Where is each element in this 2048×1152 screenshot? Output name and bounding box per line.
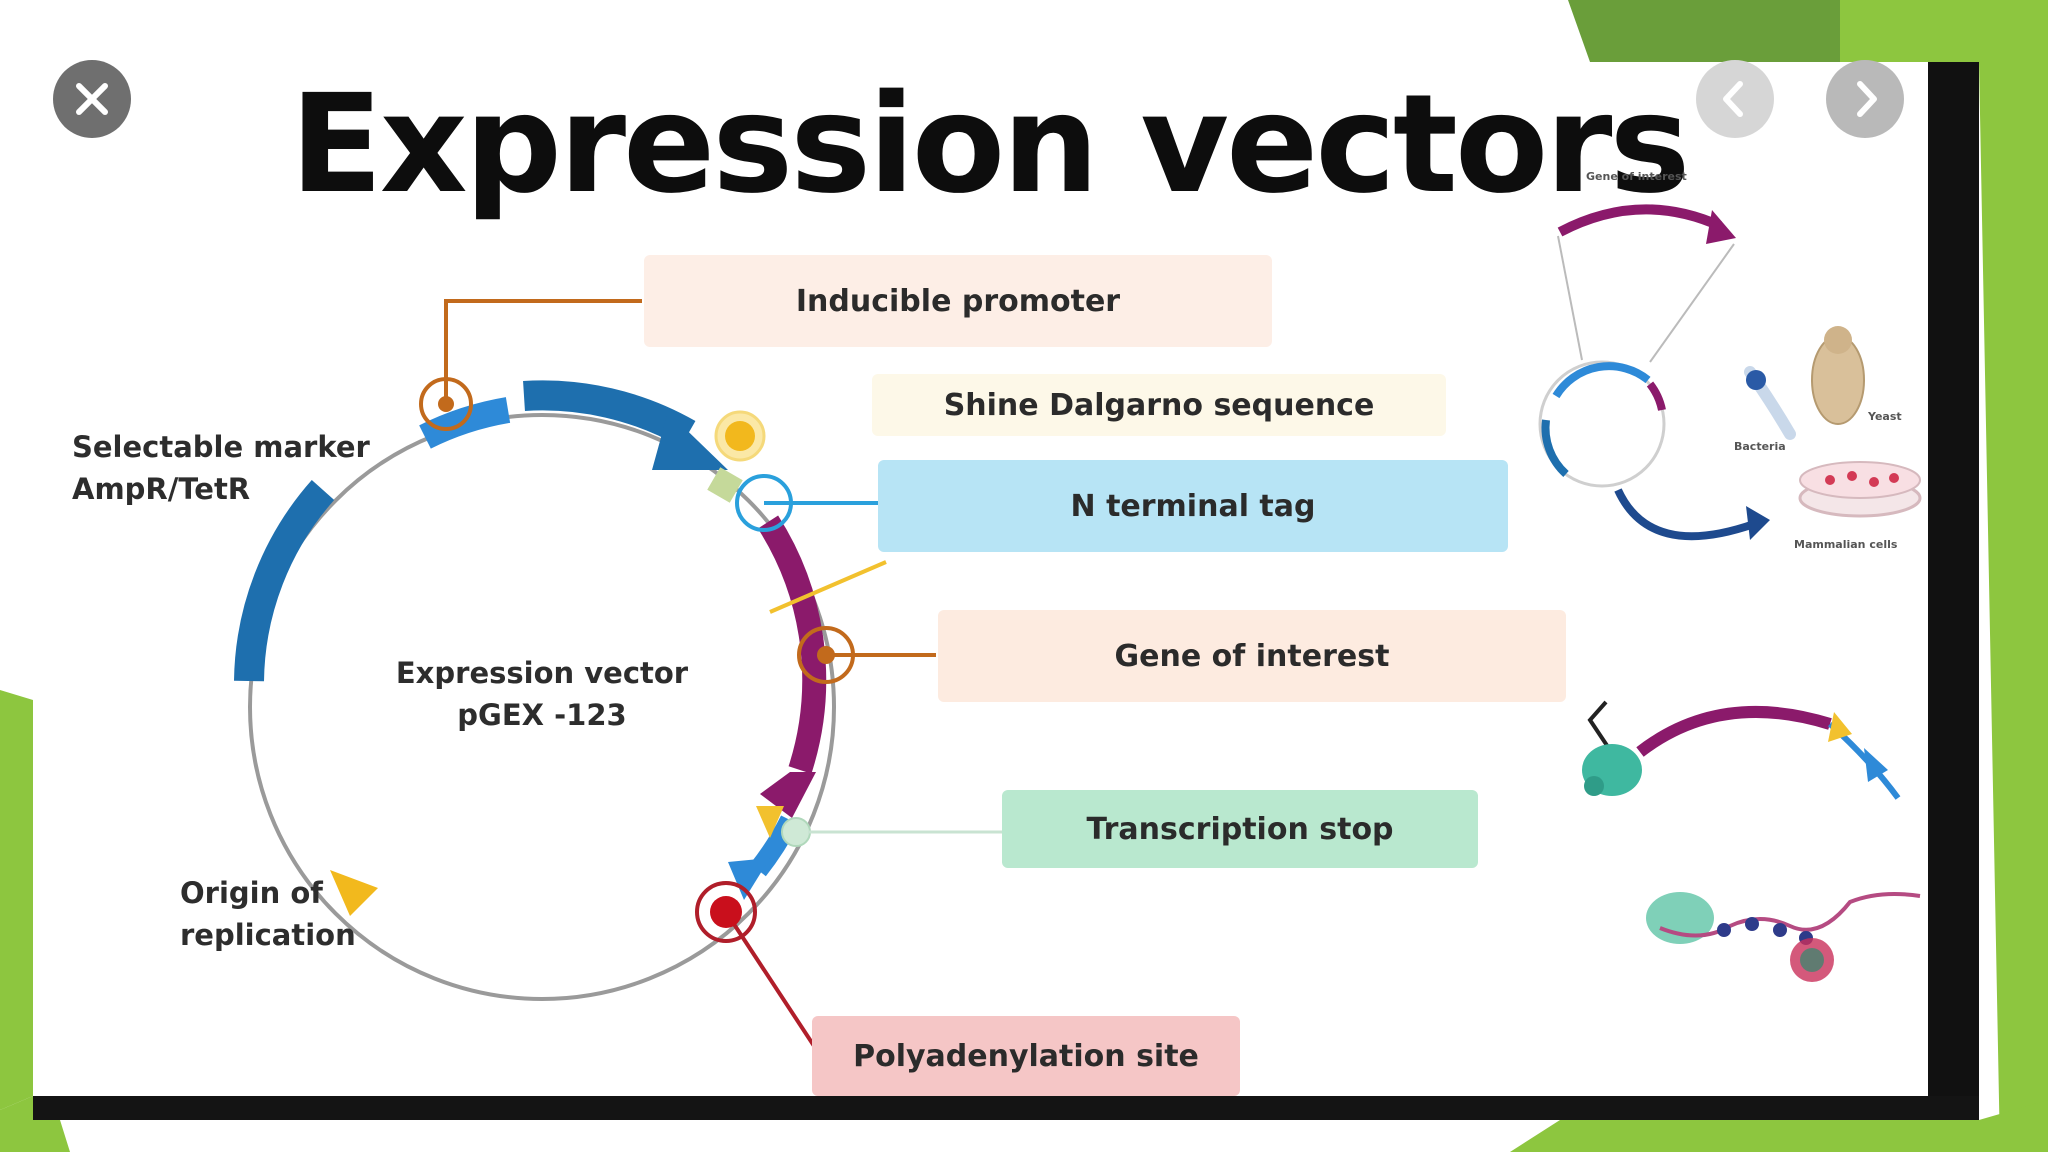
origin-line1: Origin of	[180, 876, 323, 910]
slide-frame-bottom	[33, 1096, 1979, 1120]
page-title: Expression vectors	[290, 66, 1690, 224]
plasmid-name: Expression vector pGEX -123	[372, 652, 712, 736]
selectable-marker-line2: AmpR/TetR	[72, 472, 251, 506]
close-button[interactable]	[53, 60, 131, 138]
n-terminal-tag-label: N terminal tag	[878, 460, 1508, 552]
gene-arc	[757, 515, 827, 774]
side-plasmid	[1538, 360, 1666, 488]
promoter-leader	[444, 299, 642, 404]
origin-marker	[330, 870, 378, 916]
shine-dalgarno-label: Shine Dalgarno sequence	[872, 374, 1446, 436]
selectable-marker-arc	[234, 480, 335, 682]
downstream-arrow-head	[728, 858, 770, 900]
side-transfer-arrow	[1614, 488, 1756, 541]
plasmid-backbone	[248, 413, 836, 1001]
transcription-stop-label: Transcription stop	[1002, 790, 1478, 868]
gene-of-interest-label: Gene of interest	[938, 610, 1566, 702]
chevron-right-icon	[1857, 81, 1877, 117]
side-bacteria-label: Bacteria	[1734, 440, 1786, 453]
stop-marker	[756, 806, 784, 838]
next-button[interactable]	[1826, 60, 1904, 138]
origin-of-replication-label: Origin of replication	[180, 872, 356, 956]
side-yeast-label: Yeast	[1868, 410, 1902, 423]
selectable-marker-label: Selectable marker AmpR/TetR	[72, 426, 370, 510]
side-gene-of-interest-label: Gene of interest	[1586, 170, 1687, 183]
polyadenylation-site-label: Polyadenylation site	[812, 1016, 1240, 1096]
shine-crossing	[769, 560, 887, 614]
previous-button[interactable]	[1696, 60, 1774, 138]
plasmid-name-line1: Expression vector	[395, 656, 689, 690]
chevron-left-icon	[1723, 81, 1743, 117]
tag-square	[707, 467, 743, 503]
upstream-arrow-head	[652, 412, 728, 470]
inducible-promoter-label: Inducible promoter	[644, 255, 1272, 347]
origin-line2: replication	[180, 918, 356, 952]
side-promoter-arrow	[1587, 700, 1612, 752]
gene-arrow-head	[760, 772, 816, 818]
close-icon	[76, 83, 108, 115]
plasmid-name-line2: pGEX -123	[457, 698, 627, 732]
side-mammalian-cells-label: Mammalian cells	[1794, 538, 1898, 551]
selectable-marker-line1: Selectable marker	[72, 430, 370, 464]
slide-frame-right	[1928, 62, 1979, 1120]
side-gene-arrow	[1557, 204, 1723, 237]
